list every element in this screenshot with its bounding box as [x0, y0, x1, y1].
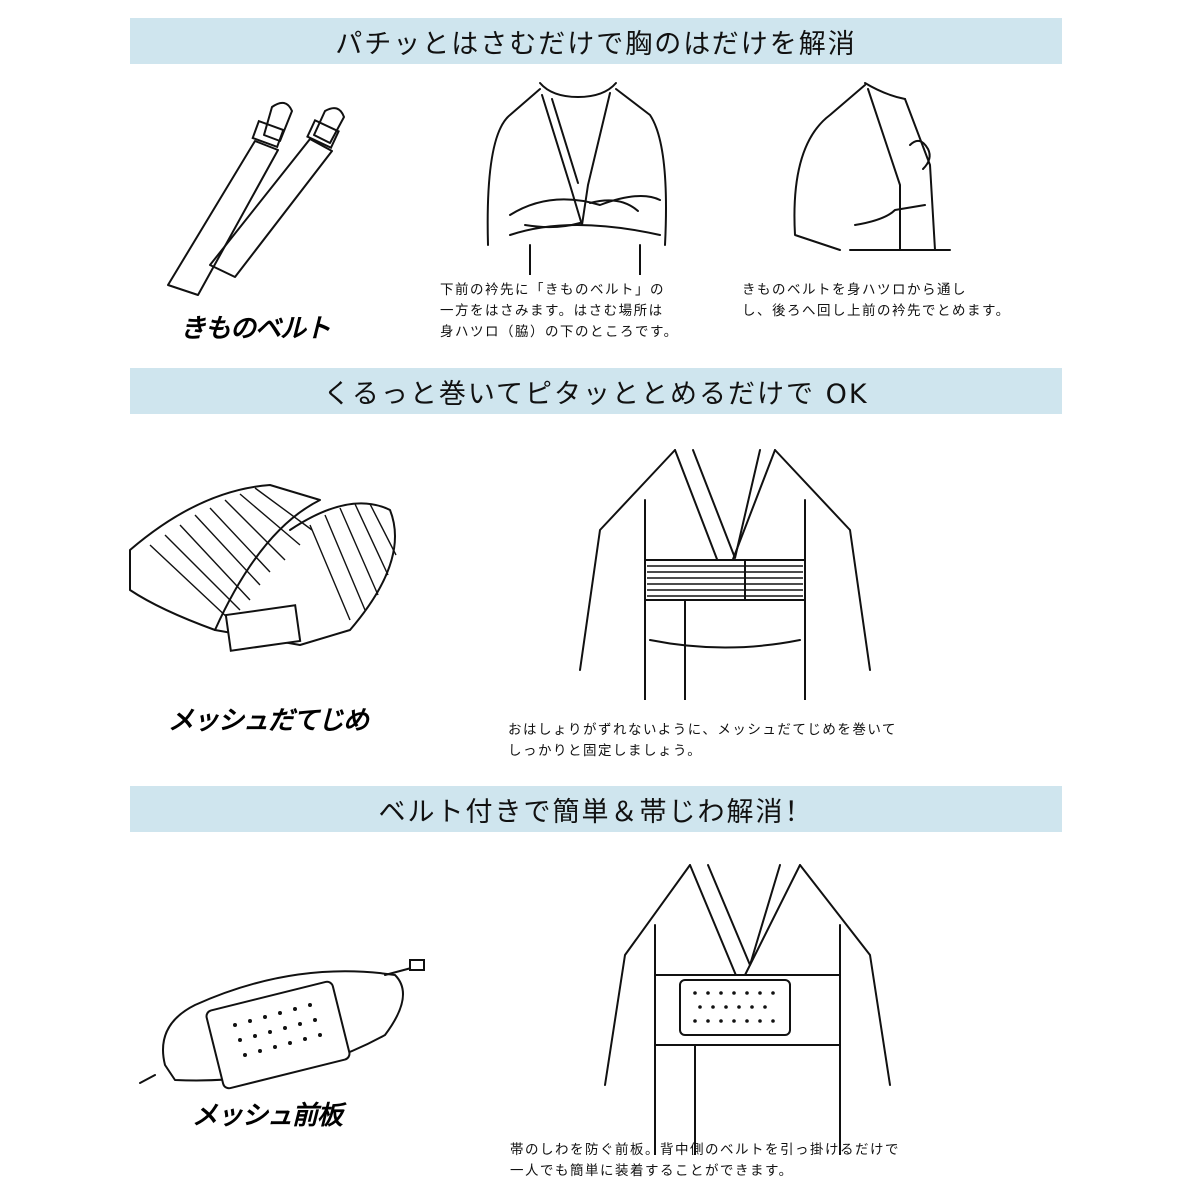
kimono-belt-label: きものベルト	[180, 314, 331, 344]
section1-caption-right: きものベルトを身ハツロから通し し、後ろへ回し上前の衿先でとめます。	[742, 280, 1011, 322]
mesh-maeita-illustration	[139, 959, 425, 1090]
kimono-belt-illustration	[167, 101, 345, 296]
caption-line: 帯のしわを防ぐ前板。背中側のベルトを引っ掛けるだけで	[510, 1142, 900, 1158]
section2-banner-text: くるっと巻いてピタッととめるだけで OK	[323, 378, 869, 410]
clip-front-figure	[486, 82, 667, 275]
caption-line: 一方をはさみます。はさむ場所は	[440, 303, 664, 319]
datejime-wearing-figure	[579, 449, 871, 700]
section2-banner: くるっと巻いてピタッととめるだけで OK	[130, 368, 1062, 414]
caption-line: きものベルトを身ハツロから通し	[742, 282, 967, 298]
section3-banner: ベルト付きで簡単＆帯じわ解消！	[130, 786, 1062, 832]
maeita-wearing-figure	[604, 864, 891, 1155]
caption-line: おはしょりがずれないように、メッシュだてじめを巻いて	[508, 722, 897, 738]
section1-caption-left: 下前の衿先に「きものベルト」の 一方をはさみます。はさむ場所は 身ハツロ（脇）の…	[440, 280, 679, 343]
section3-banner-text: ベルト付きで簡単＆帯じわ解消！	[378, 796, 814, 828]
mesh-datejime-illustration	[129, 484, 397, 652]
clip-side-figure	[793, 82, 951, 251]
caption-line: しっかりと固定しましょう。	[508, 743, 703, 759]
section3-caption: 帯のしわを防ぐ前板。背中側のベルトを引っ掛けるだけで 一人でも簡単に装着すること…	[510, 1140, 900, 1182]
mesh-datejime-label: メッシュだてじめ	[168, 706, 369, 736]
caption-line: し、後ろへ回し上前の衿先でとめます。	[742, 303, 1011, 319]
caption-line: 下前の衿先に「きものベルト」の	[440, 282, 665, 298]
caption-line: 一人でも簡単に装着することができます。	[510, 1163, 794, 1179]
section1-banner-text: パチッとはさむだけで胸のはだけを解消	[335, 28, 857, 60]
mesh-maeita-label: メッシュ前板	[192, 1101, 343, 1131]
section2-caption: おはしょりがずれないように、メッシュだてじめを巻いて しっかりと固定しましょう。	[508, 720, 897, 762]
caption-line: 身ハツロ（脇）の下のところです。	[440, 324, 679, 340]
section1-banner: パチッとはさむだけで胸のはだけを解消	[130, 18, 1062, 64]
